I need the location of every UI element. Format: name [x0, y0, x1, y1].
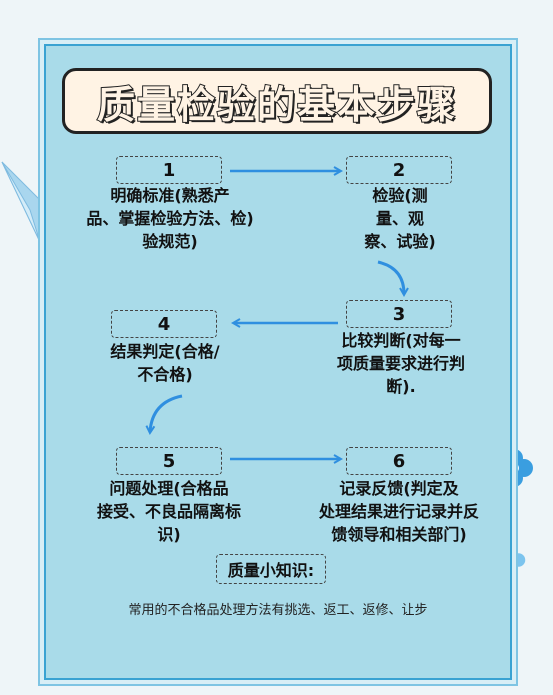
- tips-text: 常用的不合格品处理方法有挑选、返工、返修、让步: [128, 603, 428, 618]
- step-5-line: 问题处理(合格品: [109, 479, 229, 498]
- title-banner: 质量检验的基本步骤: [62, 68, 492, 134]
- step-6-text: 记录反馈(判定及 处理结果进行记录并反 馈领导和相关部门): [286, 477, 512, 546]
- step-6-line: 记录反馈(判定及: [339, 479, 459, 498]
- step-2-number: 2: [346, 156, 452, 184]
- step-2-text: 检验(测 量、观 察、试验): [330, 184, 470, 253]
- step-2-line: 检验(测: [372, 186, 428, 205]
- step-1-text: 明确标准(熟悉产 品、掌握检验方法、检) 验规范): [58, 184, 282, 253]
- step-4-number: 4: [111, 310, 217, 338]
- tips-title: 质量小知识:: [216, 554, 326, 584]
- step-1-line: 验规范): [142, 232, 198, 251]
- page-title: 质量检验的基本步骤: [96, 82, 457, 128]
- step-6-line: 处理结果进行记录并反: [318, 502, 479, 521]
- step-5-line: 识): [157, 525, 181, 544]
- step-4-text: 结果判定(合格/ 不合格): [80, 340, 250, 386]
- step-2-line: 察、试验): [364, 232, 436, 251]
- step-3-text: 比较判断(对每一 项质量要求进行判 断).: [316, 329, 486, 398]
- step-1-line: 品、掌握检验方法、检): [86, 209, 254, 228]
- step-4-line: 结果判定(合格/: [110, 342, 220, 361]
- diagram-card: [44, 44, 512, 680]
- step-3-line: 比较判断(对每一: [341, 331, 461, 350]
- step-1-line: 明确标准(熟悉产: [110, 186, 230, 205]
- step-2-line: 量、观: [375, 209, 424, 228]
- step-5-line: 接受、不良品隔离标: [96, 502, 241, 521]
- step-3-line: 断).: [386, 377, 416, 396]
- step-5-number: 5: [116, 447, 222, 475]
- step-6-number: 6: [346, 447, 452, 475]
- step-3-number: 3: [346, 300, 452, 328]
- step-3-line: 项质量要求进行判: [336, 354, 465, 373]
- step-1-number: 1: [116, 156, 222, 184]
- step-5-text: 问题处理(合格品 接受、不良品隔离标 识): [76, 477, 262, 546]
- step-6-line: 馈领导和相关部门): [331, 525, 467, 544]
- step-4-line: 不合格): [137, 365, 193, 384]
